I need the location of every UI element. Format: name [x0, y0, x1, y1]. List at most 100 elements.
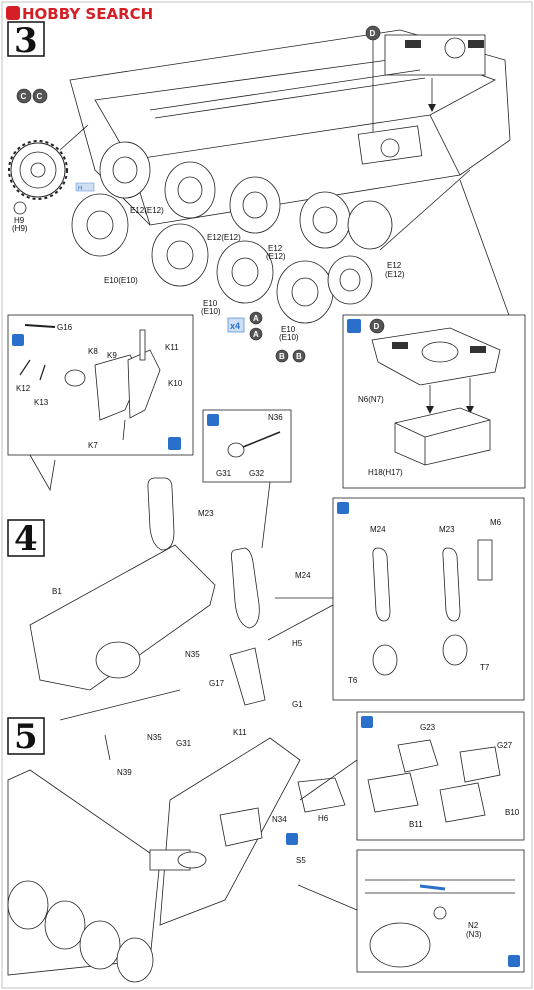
label-h9-alt: (H9) — [12, 224, 28, 233]
label-h18: H18(H17) — [368, 468, 403, 477]
label-k10: K10 — [168, 379, 183, 388]
svg-text:A: A — [253, 330, 259, 339]
jack-stand — [229, 647, 266, 706]
label-h9: H9 — [14, 216, 25, 225]
label-g23: G23 — [420, 723, 436, 732]
label-n35-b: N35 — [147, 733, 162, 742]
hobby-search-logo: HOBBY SEARCH — [6, 5, 153, 23]
quantity-callout: x4 A A B B — [227, 311, 306, 363]
label-m23-b: M23 — [439, 525, 455, 534]
label-g27: G27 — [497, 741, 513, 750]
callout-c: C C — [16, 88, 48, 104]
tool-glue-icon-2 — [168, 437, 181, 450]
svg-text:A: A — [253, 314, 259, 323]
svg-text:D: D — [374, 322, 380, 331]
h-badge-label: H — [78, 186, 82, 192]
label-g31-a: G31 — [216, 469, 232, 478]
label-n6: N6(N7) — [358, 395, 384, 404]
label-h6: H6 — [318, 814, 329, 823]
label-m23-a: M23 — [198, 509, 214, 518]
step-3-number: 3 — [14, 21, 38, 61]
leader-to-d-inset-2 — [459, 179, 511, 319]
tool-glue-icon-5 — [361, 716, 373, 728]
step-3: 3 — [7, 21, 526, 489]
inset-n2: N2 (N3) — [297, 849, 525, 973]
inset-d: D N6(N7) H18(H17) — [342, 314, 526, 489]
label-e12-c: E12 — [268, 244, 283, 253]
hull-rear — [7, 737, 301, 983]
label-k7: K7 — [88, 441, 98, 450]
step-4-number: 4 — [14, 519, 38, 559]
label-k11-a: K11 — [165, 343, 179, 352]
label-e12-a: E12(E12) — [130, 206, 164, 215]
part-b11-small — [219, 807, 263, 847]
label-n34: N34 — [272, 815, 287, 824]
label-k13: K13 — [34, 398, 49, 407]
svg-text:D: D — [370, 29, 376, 38]
drive-sprocket — [8, 124, 89, 215]
svg-text:B: B — [296, 352, 302, 361]
inset-pointer — [29, 454, 56, 492]
label-b10: B10 — [505, 808, 520, 817]
svg-text:C: C — [21, 92, 27, 101]
exhaust-m23 — [147, 477, 175, 551]
label-t7: T7 — [480, 663, 490, 672]
label-b1: B1 — [52, 587, 62, 596]
label-e10-c-alt: (E10) — [279, 333, 299, 342]
label-e12-d: E12 — [387, 261, 402, 270]
label-k9: K9 — [107, 351, 117, 360]
label-n35-a: N35 — [185, 650, 200, 659]
inset-exhaust: M24 M23 M6 T6 T7 — [267, 497, 525, 701]
label-n3: (N3) — [466, 930, 482, 939]
step-3-box — [7, 21, 45, 57]
rear-plate-b1 — [29, 544, 216, 691]
logo-text: HOBBY SEARCH — [22, 5, 153, 23]
qty-x4: x4 — [230, 321, 240, 331]
label-t6: T6 — [348, 676, 358, 685]
step-5-number: 5 — [14, 717, 38, 757]
label-g17: G17 — [209, 679, 225, 688]
h-badge — [75, 182, 95, 192]
logo-badge-icon — [6, 6, 20, 20]
step-5-box — [7, 717, 45, 755]
step-4: G16 K8 K9 K11 K10 K12 K13 K7 N36 G31 G32… — [7, 314, 525, 777]
tool-glue-icon — [347, 319, 361, 333]
label-b11: B11 — [409, 820, 423, 829]
inset-k-parts: G16 K8 K9 K11 K10 K12 K13 K7 — [7, 314, 194, 492]
hull-body — [69, 29, 511, 226]
label-h5: H5 — [292, 639, 303, 648]
exhaust-m24 — [231, 547, 260, 629]
label-m24-a: M24 — [295, 571, 311, 580]
label-k8: K8 — [88, 347, 98, 356]
tool-cut-icon — [12, 334, 24, 346]
step-5: 5 N34 H6 S5 G23 G27 B11 — [7, 711, 525, 983]
tool-glue-icon-6 — [508, 955, 520, 967]
label-g31-b: G31 — [176, 739, 192, 748]
label-g1: G1 — [292, 700, 303, 709]
label-m6: M6 — [490, 518, 502, 527]
label-e10-b-alt: (E10) — [201, 307, 221, 316]
tool-cut-icon-2 — [286, 833, 298, 845]
label-k12: K12 — [16, 384, 31, 393]
label-m24-b: M24 — [370, 525, 386, 534]
label-n2: N2 — [468, 921, 479, 930]
inset-n36: N36 G31 G32 — [202, 409, 292, 549]
label-e10-c: E10 — [281, 325, 296, 334]
leader-to-d-inset — [379, 169, 471, 251]
label-s5: S5 — [296, 856, 306, 865]
label-e12-c-alt: (E12) — [266, 252, 286, 261]
label-e10-a: E10(E10) — [104, 276, 138, 285]
step-4-box — [7, 519, 45, 557]
hatch-disc — [95, 641, 141, 679]
label-e12-d-alt: (E12) — [385, 270, 405, 279]
label-n39: N39 — [117, 768, 132, 777]
label-n36: N36 — [268, 413, 283, 422]
label-e12-b: E12(E12) — [207, 233, 241, 242]
tool-glue-icon-3 — [207, 414, 219, 426]
part-g23-small — [297, 777, 346, 813]
svg-text:C: C — [37, 92, 43, 101]
callout-d-top: D — [365, 25, 381, 132]
road-wheels — [71, 141, 393, 324]
